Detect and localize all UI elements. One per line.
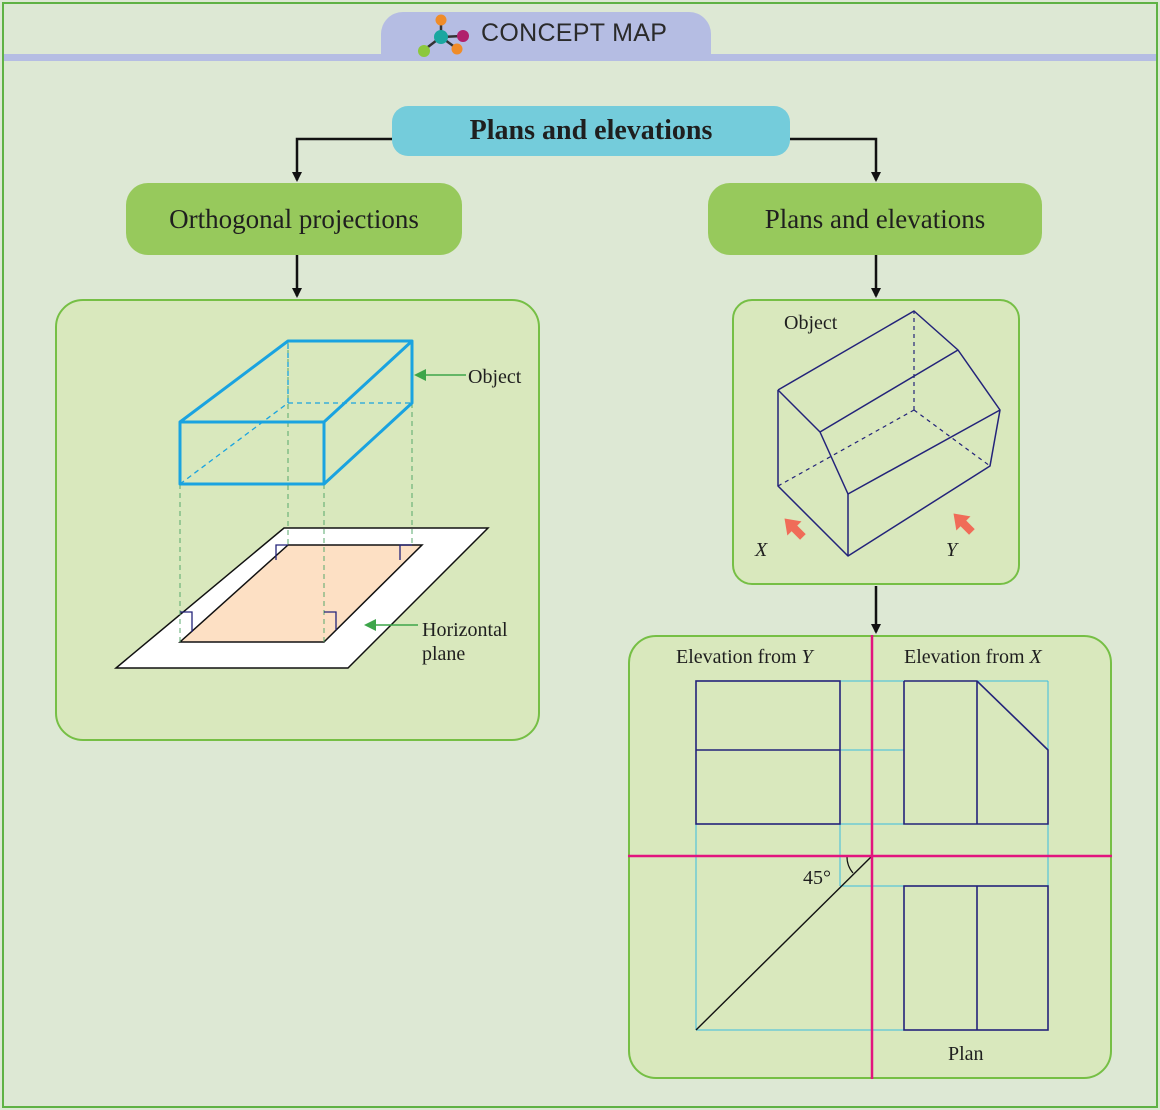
diagonal-45-line: [695, 855, 873, 1031]
prism-object: [777, 310, 1001, 557]
elevation-from-y-drawing: [695, 680, 841, 825]
reference-axes: [628, 635, 1112, 1079]
header-title: CONCEPT MAP: [481, 19, 668, 47]
plan-drawing: [903, 885, 1049, 1031]
branch-plans-and-elevations: Plans and elevations: [708, 183, 1042, 255]
plane-label-line1: Horizontal: [422, 619, 508, 641]
right-angle-marks: [180, 544, 412, 632]
cuboid-object: [178, 339, 414, 486]
connector-lines: [292, 137, 881, 634]
y-direction-label: Y: [946, 539, 959, 561]
molecule-icon: [418, 14, 469, 57]
elevation-from-y-label: Elevation from Y: [676, 646, 815, 668]
object-panel-title: Object: [784, 312, 838, 334]
connector-root-right: [790, 137, 881, 182]
plan-label: Plan: [948, 1043, 984, 1065]
elevation-from-x-drawing: [903, 680, 1049, 825]
horizontal-plane: [113, 527, 490, 669]
object-label: Object: [468, 366, 522, 388]
projection-lines: [179, 341, 413, 642]
angle-arc: [846, 855, 854, 874]
angle-label: 45°: [803, 867, 831, 889]
arrow-y-icon: [953, 513, 975, 535]
elevation-from-x-label: Elevation from X: [904, 646, 1043, 668]
object-panel: [732, 299, 1020, 585]
x-direction-label: X: [754, 539, 768, 561]
plane-label-line2: plane: [422, 643, 465, 665]
arrow-x-icon: [784, 518, 806, 540]
connector-root-left: [292, 137, 392, 182]
branch-orthogonal-projections: Orthogonal projections: [126, 183, 462, 255]
root-node: Plans and elevations: [392, 106, 790, 156]
